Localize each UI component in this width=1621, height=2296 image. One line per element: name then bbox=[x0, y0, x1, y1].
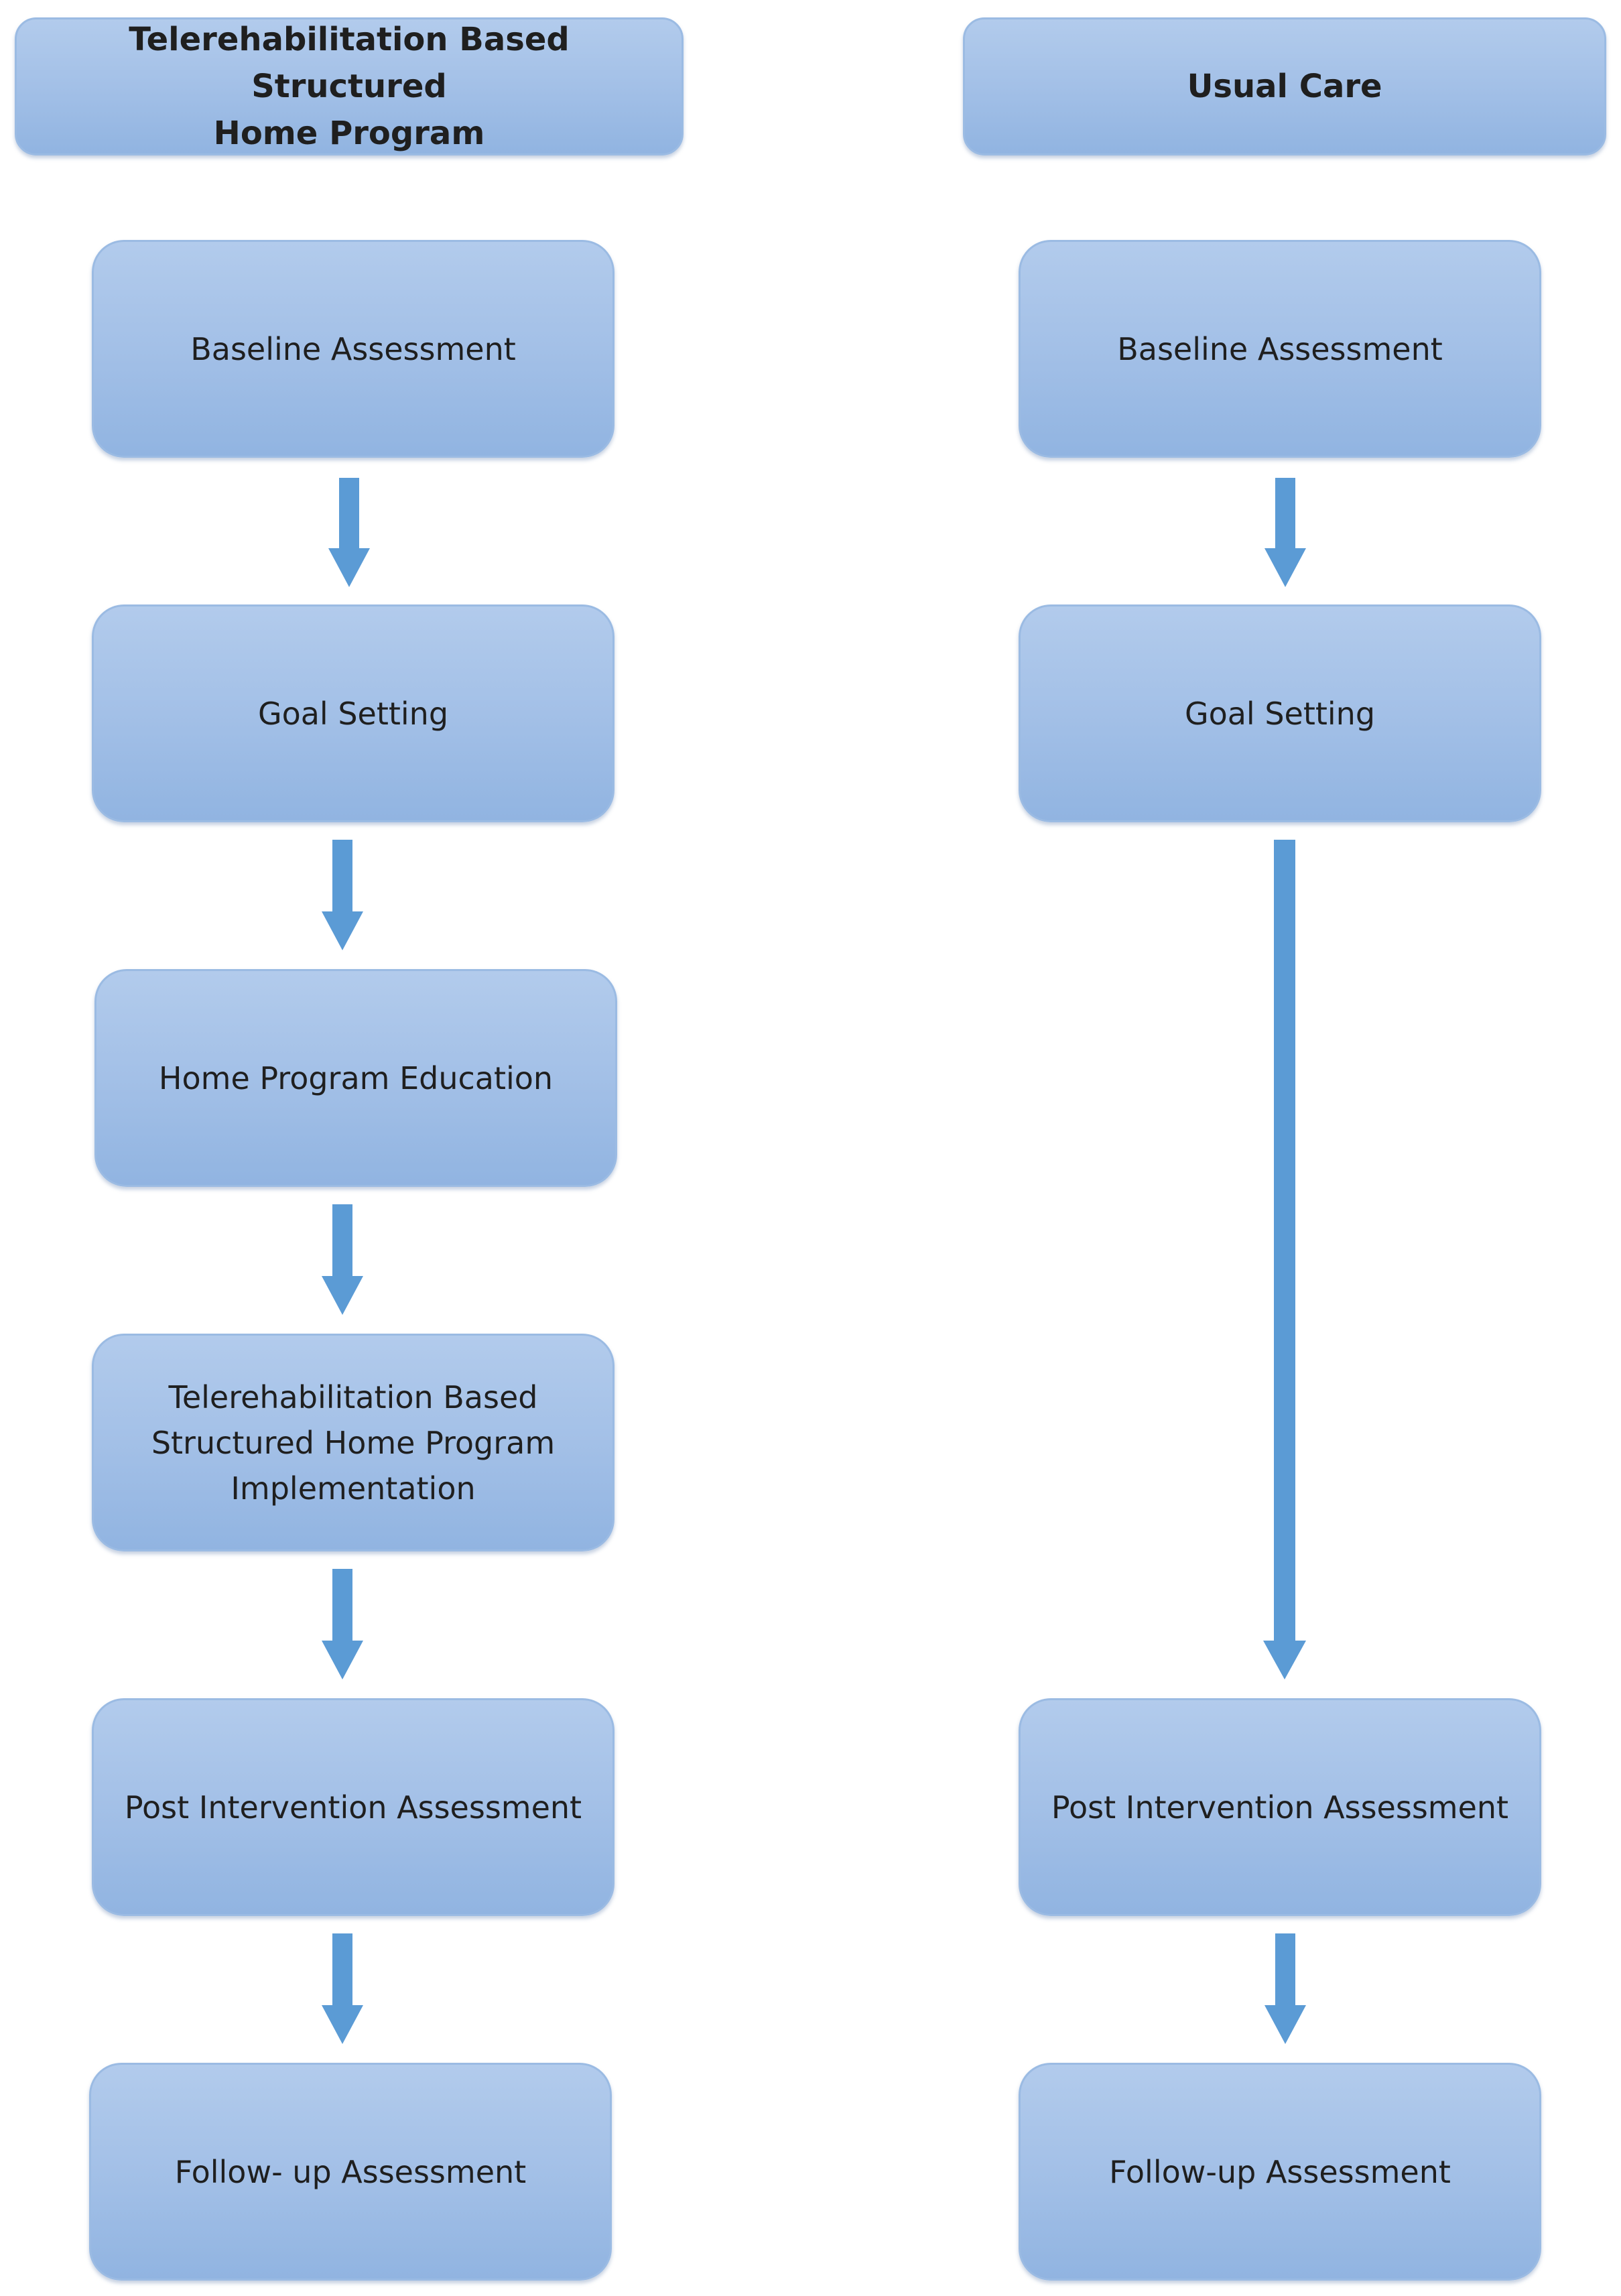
right-step-post-intervention-assessment: Post Intervention Assessment bbox=[1019, 1698, 1541, 1916]
left-step-follow-up-assessment: Follow- up Assessment bbox=[89, 2063, 612, 2281]
right-step-follow-up-assessment: Follow-up Assessment bbox=[1019, 2063, 1541, 2281]
left-step-label: Baseline Assessment bbox=[190, 330, 516, 367]
left-step-label: Follow- up Assessment bbox=[174, 2153, 527, 2190]
left-step-label: Telerehabilitation Based Structured Home… bbox=[151, 1379, 556, 1507]
down-arrow-icon bbox=[328, 478, 370, 587]
left-column-header-label: Telerehabilitation Based Structured Home… bbox=[129, 21, 570, 152]
left-step-label: Goal Setting bbox=[257, 695, 449, 732]
down-arrow-icon bbox=[322, 1569, 363, 1679]
left-step-program-implementation: Telerehabilitation Based Structured Home… bbox=[92, 1334, 614, 1551]
left-step-home-program-education: Home Program Education bbox=[94, 969, 617, 1187]
left-column-header: Telerehabilitation Based Structured Home… bbox=[15, 17, 684, 155]
left-step-label: Home Program Education bbox=[158, 1060, 554, 1096]
right-step-label: Goal Setting bbox=[1184, 695, 1376, 732]
right-step-goal-setting: Goal Setting bbox=[1019, 604, 1541, 822]
right-step-label: Post Intervention Assessment bbox=[1051, 1789, 1509, 1826]
down-arrow-icon bbox=[322, 1933, 363, 2044]
down-arrow-icon bbox=[322, 840, 363, 950]
left-step-post-intervention-assessment: Post Intervention Assessment bbox=[92, 1698, 614, 1916]
right-step-label: Baseline Assessment bbox=[1117, 330, 1443, 367]
left-step-goal-setting: Goal Setting bbox=[92, 604, 614, 822]
down-arrow-icon bbox=[1265, 1933, 1306, 2044]
down-arrow-icon bbox=[322, 1204, 363, 1315]
left-step-label: Post Intervention Assessment bbox=[124, 1789, 582, 1826]
down-arrow-icon bbox=[1265, 478, 1306, 587]
long-down-arrow-icon bbox=[1263, 840, 1306, 1679]
right-step-label: Follow-up Assessment bbox=[1109, 2153, 1451, 2190]
left-step-baseline-assessment: Baseline Assessment bbox=[92, 240, 614, 458]
right-step-baseline-assessment: Baseline Assessment bbox=[1019, 240, 1541, 458]
right-column-header: Usual Care bbox=[963, 17, 1606, 155]
right-column-header-label: Usual Care bbox=[1187, 68, 1382, 105]
